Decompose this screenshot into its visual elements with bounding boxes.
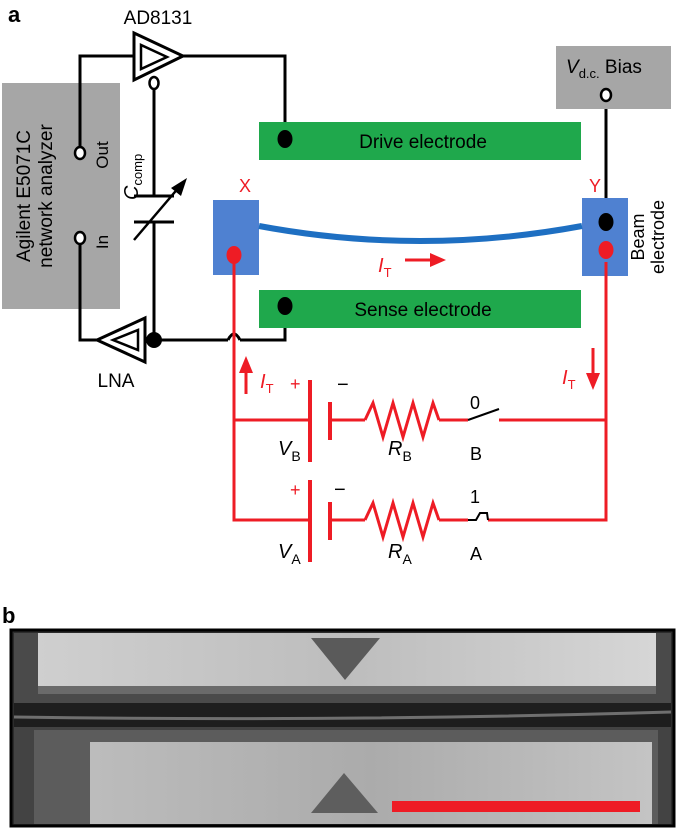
ad8131-amplifier: AD8131 — [124, 8, 193, 91]
bias-port-icon — [599, 87, 613, 103]
lna-junction-dot — [146, 332, 162, 348]
variable-capacitor-ccomp — [133, 178, 187, 241]
beam-bias-contact-dot — [598, 213, 614, 231]
x-contact-dot — [226, 246, 242, 264]
sem-micrograph — [9, 628, 676, 828]
beam-current-label: IT — [378, 255, 392, 280]
lna-amplifier: LNA — [93, 315, 147, 392]
va-label: VA — [278, 541, 301, 567]
port-in-icon — [73, 230, 87, 246]
node-y-label: Y — [589, 176, 601, 196]
sense-electrode-label: Sense electrode — [354, 300, 491, 321]
bias-label: Vd.c. Bias — [566, 57, 642, 81]
switch-b-state: 0 — [470, 393, 480, 413]
va-minus-sign: − — [334, 479, 346, 501]
vb-label: VB — [278, 438, 301, 464]
current-up-arrowhead — [239, 356, 253, 373]
sem-beam — [13, 710, 672, 721]
drive-electrode — [259, 122, 581, 160]
ra-label: RA — [388, 541, 412, 567]
dc-bias-box: Vd.c. Bias — [556, 46, 671, 109]
current-left-label: IT — [260, 371, 274, 396]
ccomp-label: Ccomp — [121, 154, 145, 200]
drive-contact-dot — [277, 130, 293, 148]
beam-electrode-label-line2: electrode — [648, 200, 668, 274]
beam-electrode-label-line1: Beam — [628, 213, 648, 260]
anchor-x — [213, 200, 259, 275]
sem-triangle-down — [311, 638, 380, 680]
vb-minus-sign: − — [337, 374, 349, 396]
switch-a — [468, 512, 489, 521]
ad8131-label: AD8131 — [124, 8, 193, 29]
resonator-beam — [258, 223, 583, 244]
panel-a-label: a — [8, 2, 21, 27]
panel-b-label: b — [2, 603, 15, 628]
network-analyzer-box: Agilent E5071C network analyzer Out In — [2, 83, 120, 309]
switch-a-state: 1 — [470, 487, 480, 507]
node-x-label: X — [239, 176, 251, 196]
sense-contact-dot — [277, 297, 293, 315]
port-out-label: Out — [93, 141, 112, 169]
sense-electrode — [259, 290, 581, 328]
port-in-label: In — [93, 235, 112, 249]
y-contact-dot — [598, 241, 614, 259]
analyzer-label-line1: Agilent E5071C — [14, 130, 35, 262]
drive-electrode-label: Drive electrode — [359, 132, 487, 153]
vb-plus-sign: + — [290, 374, 301, 394]
scale-bar — [392, 801, 640, 812]
switch-b-label: B — [470, 444, 482, 464]
switch-a-label: A — [470, 544, 482, 564]
rb-label: RB — [388, 438, 412, 464]
va-plus-sign: + — [290, 480, 301, 500]
current-down-arrowhead — [586, 373, 600, 390]
red-wiring — [232, 262, 608, 562]
port-out-icon — [73, 145, 87, 161]
current-right-label: IT — [562, 367, 576, 392]
analyzer-label-line2: network analyzer — [36, 124, 57, 268]
beam-current-arrowhead — [430, 253, 446, 267]
lna-label: LNA — [98, 371, 135, 392]
switch-b — [467, 408, 500, 421]
sem-triangle-up — [311, 773, 378, 813]
